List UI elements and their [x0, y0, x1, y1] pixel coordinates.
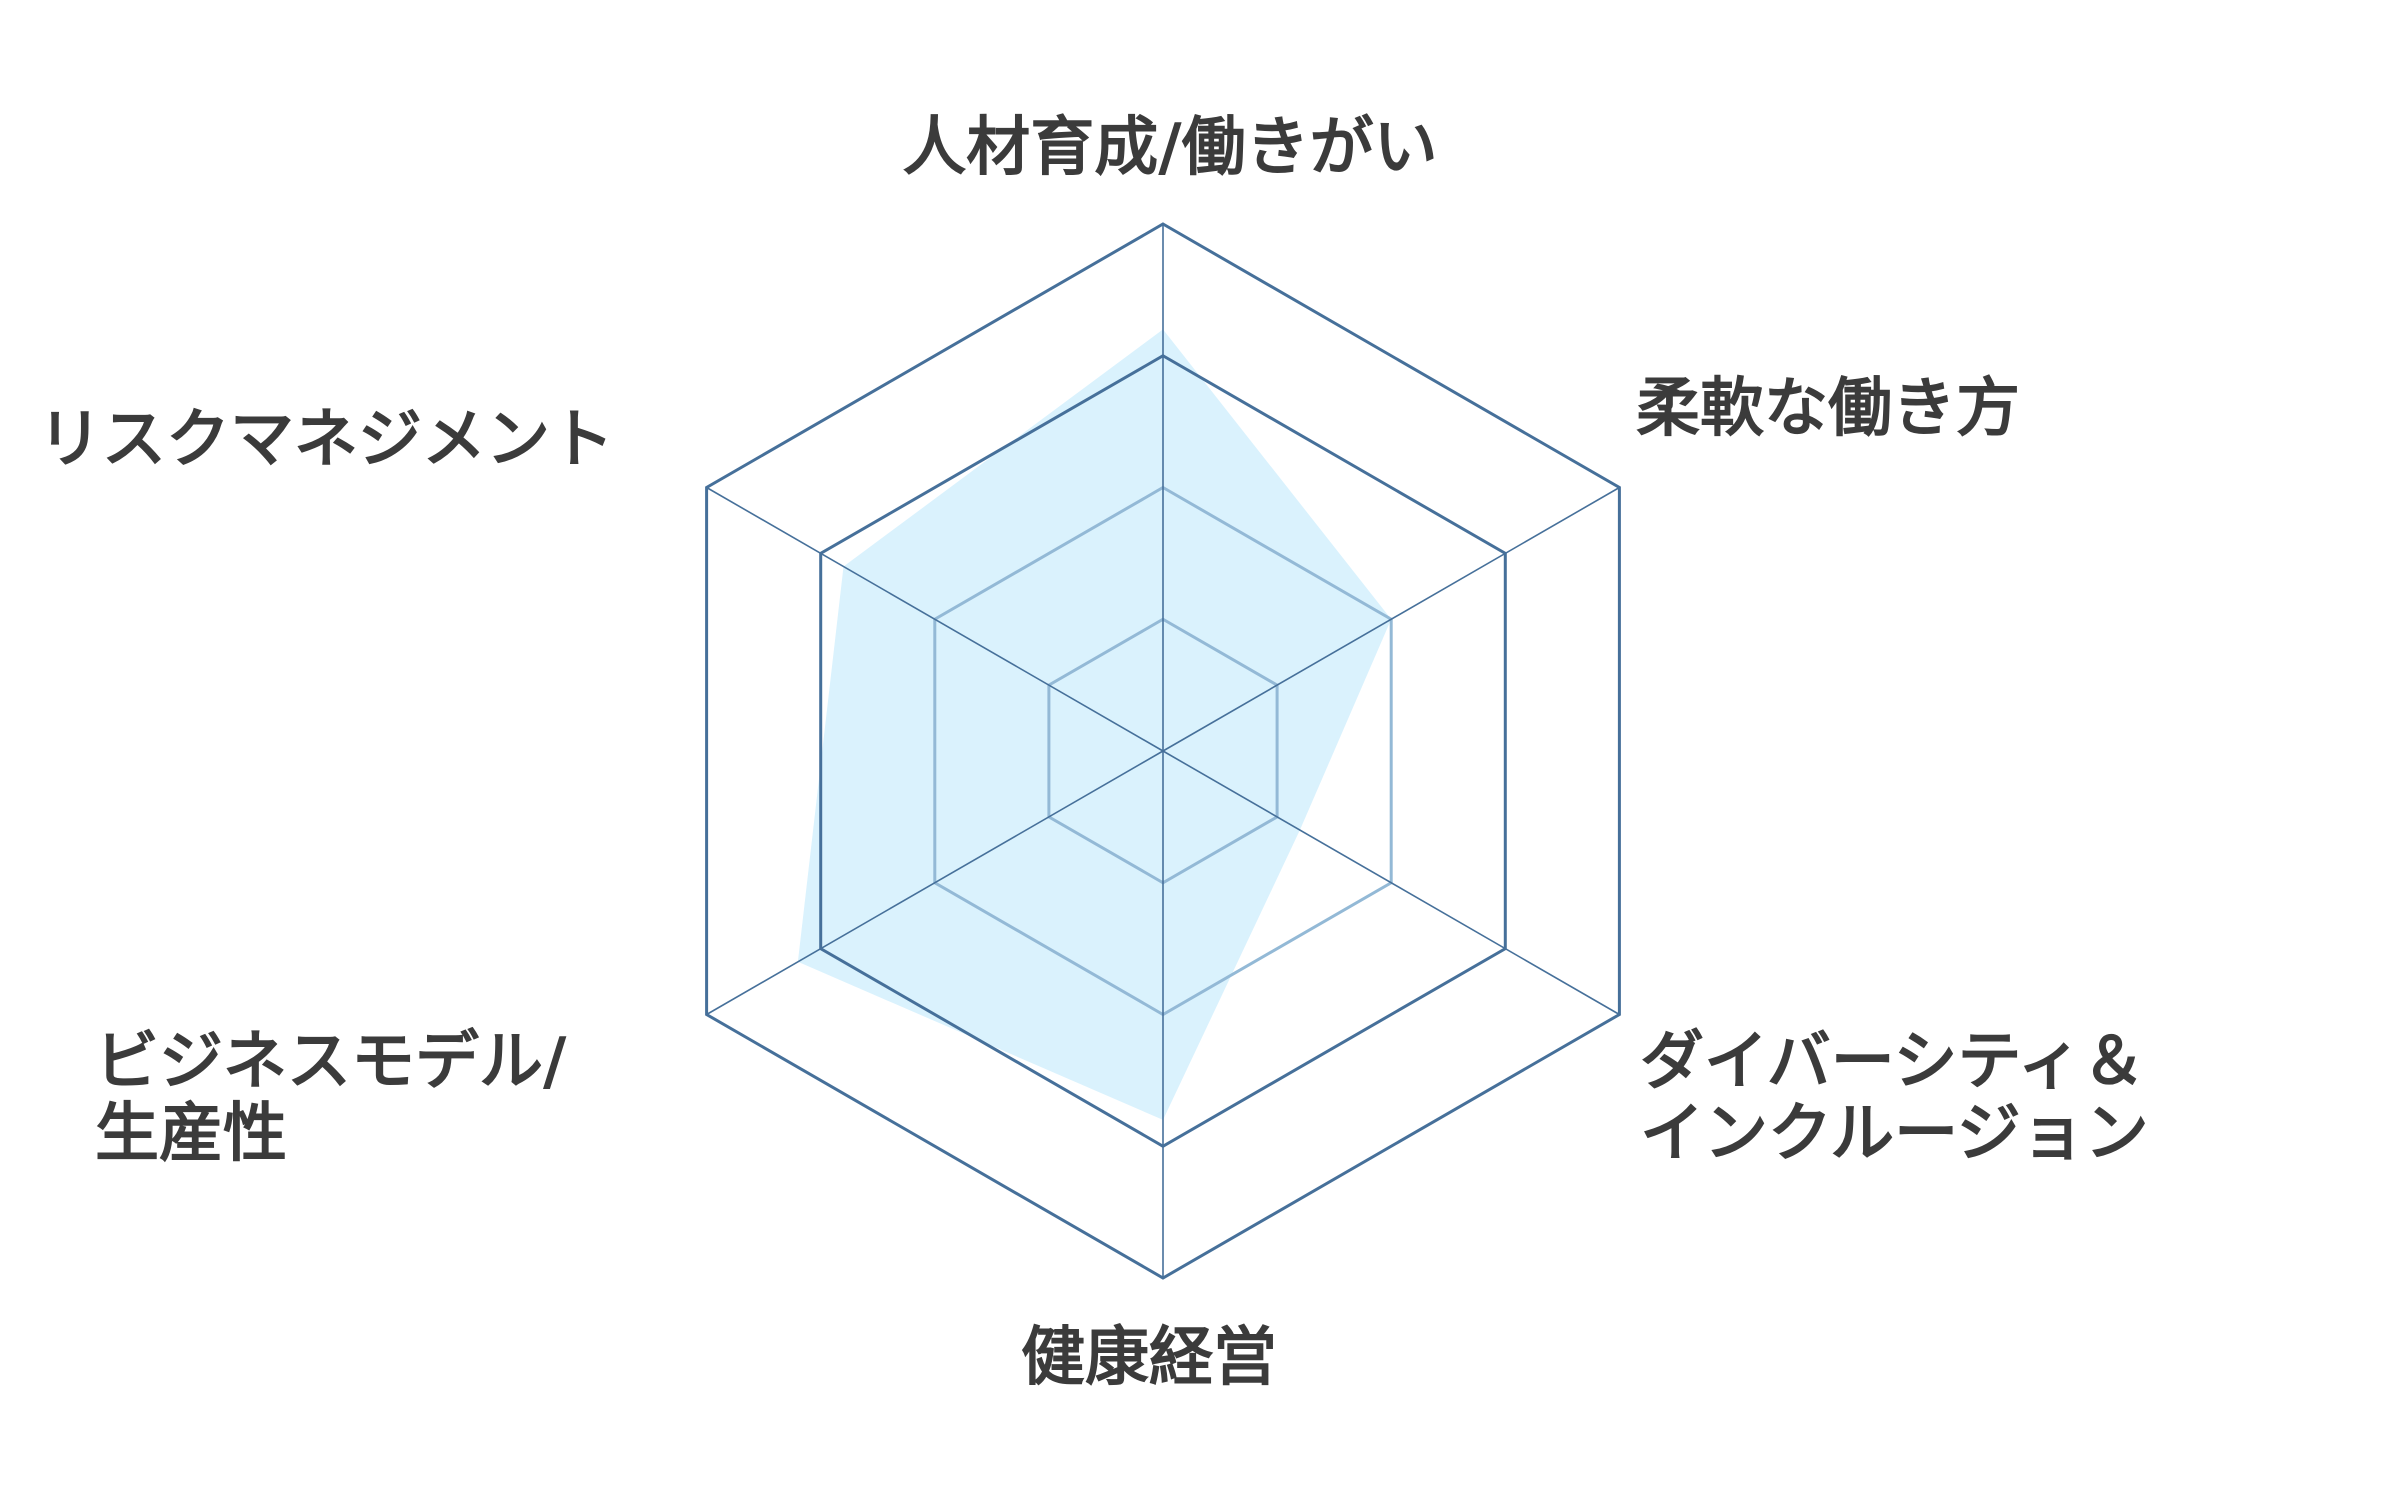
- grid-layer: [705, 222, 1621, 1280]
- axis-label-5: リスクマネジメント: [38, 403, 614, 477]
- axis-label-0: 人材育成/働きがい: [902, 111, 1437, 185]
- axis-label-1: 柔軟な働き方: [1636, 372, 2020, 446]
- data-area-layer: [797, 329, 1392, 1120]
- axis-line-2: [1162, 750, 1620, 1016]
- axis-label-4-line-2: 生産性: [95, 1097, 287, 1171]
- axis-line-5: [706, 486, 1164, 752]
- axis-label-2-line-1: ダイバーシティ＆: [1640, 1025, 2146, 1099]
- axis-line-1: [1162, 486, 1620, 752]
- axis-label-4-line-1: ビジネスモデル/: [95, 1025, 567, 1099]
- axis-label-2-line-2: インクルージョン: [1640, 1097, 2149, 1171]
- axis-line-4: [706, 750, 1164, 1016]
- series-area-0: [797, 329, 1392, 1120]
- axis-labels: 人材育成/働きがい 柔軟な働き方 ダイバーシティ＆ インクルージョン 健康経営 …: [38, 111, 2149, 1395]
- axis-label-3: 健康経営: [1021, 1321, 1277, 1395]
